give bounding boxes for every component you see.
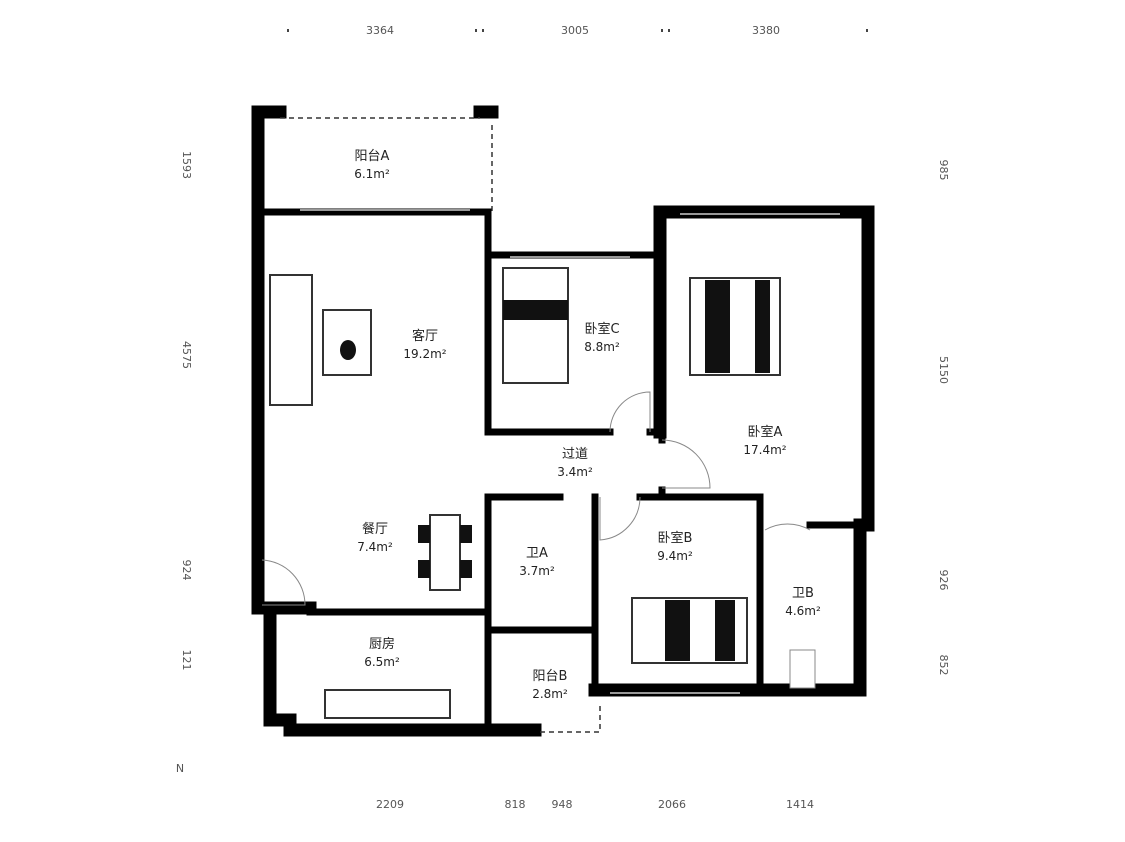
room-bedroom-a: 卧室A 17.4m² — [743, 424, 786, 457]
room-living: 客厅 19.2m² — [403, 328, 446, 361]
svg-text:8.8m²: 8.8m² — [584, 340, 620, 354]
furniture — [269, 267, 816, 719]
dim-bottom-2: 818 — [505, 798, 526, 811]
dim-left-4: 121 — [180, 650, 193, 671]
svg-text:卧室B: 卧室B — [658, 530, 693, 546]
svg-text:卧室A: 卧室A — [748, 424, 783, 440]
dining-table-icon — [418, 514, 472, 591]
room-kitchen: 厨房 6.5m² — [364, 636, 400, 669]
toilet-icon — [789, 649, 816, 689]
stove-counter-icon — [324, 689, 451, 719]
dim-top-1: 3364 — [366, 24, 394, 37]
dim-bottom-5: 1414 — [786, 798, 814, 811]
svg-text:3.4m²: 3.4m² — [557, 465, 593, 479]
room-balcony-b: 阳台B 2.8m² — [532, 669, 568, 701]
svg-text:卫B: 卫B — [792, 586, 814, 601]
dimension-top: 3364 3005 3380 — [287, 24, 868, 37]
doors — [261, 391, 811, 606]
room-bedroom-c: 卧室C 8.8m² — [584, 321, 620, 354]
room-dining: 餐厅 7.4m² — [357, 521, 393, 554]
dimension-left: 1593 4575 924 121 N — [176, 151, 193, 775]
svg-text:阳台A: 阳台A — [355, 149, 390, 164]
svg-text:6.5m²: 6.5m² — [364, 655, 400, 669]
svg-text:17.4m²: 17.4m² — [743, 443, 786, 457]
dim-top-3: 3380 — [752, 24, 780, 37]
svg-text:7.4m²: 7.4m² — [357, 540, 393, 554]
dim-left-5: N — [176, 762, 184, 775]
dim-left-2: 4575 — [180, 341, 193, 369]
sofa-icon — [269, 274, 313, 406]
dim-left-1: 1593 — [180, 151, 193, 179]
dim-bottom-1: 2209 — [376, 798, 404, 811]
dim-right-3: 926 — [937, 570, 950, 591]
dim-left-3: 924 — [180, 560, 193, 581]
room-bedroom-b: 卧室B 9.4m² — [657, 530, 693, 563]
svg-text:19.2m²: 19.2m² — [403, 347, 446, 361]
svg-text:3.7m²: 3.7m² — [519, 564, 555, 578]
room-bath-a: 卫A 3.7m² — [519, 546, 555, 578]
svg-text:2.8m²: 2.8m² — [532, 687, 568, 701]
svg-text:阳台B: 阳台B — [533, 669, 568, 684]
dim-right-1: 985 — [937, 160, 950, 181]
svg-text:餐厅: 餐厅 — [362, 521, 388, 537]
room-balcony-a: 阳台A 6.1m² — [354, 149, 390, 181]
walls — [251, 105, 875, 737]
dimension-right: 985 5150 926 852 — [937, 160, 950, 676]
svg-text:过道: 过道 — [562, 447, 588, 462]
dim-right-2: 5150 — [937, 356, 950, 384]
svg-text:9.4m²: 9.4m² — [657, 549, 693, 563]
dim-top-2: 3005 — [561, 24, 589, 37]
dim-bottom-3: 948 — [552, 798, 573, 811]
svg-text:厨房: 厨房 — [369, 636, 395, 652]
svg-text:6.1m²: 6.1m² — [354, 167, 390, 181]
svg-text:客厅: 客厅 — [412, 328, 438, 344]
room-corridor: 过道 3.4m² — [557, 447, 593, 479]
room-bath-b: 卫B 4.6m² — [785, 586, 821, 618]
svg-text:4.6m²: 4.6m² — [785, 604, 821, 618]
bed-c-icon — [502, 267, 569, 384]
dim-bottom-4: 2066 — [658, 798, 686, 811]
svg-text:卫A: 卫A — [526, 546, 548, 561]
dim-right-4: 852 — [937, 655, 950, 676]
dimension-bottom: 2209 818 948 2066 1414 — [376, 798, 814, 811]
svg-text:卧室C: 卧室C — [584, 321, 619, 337]
